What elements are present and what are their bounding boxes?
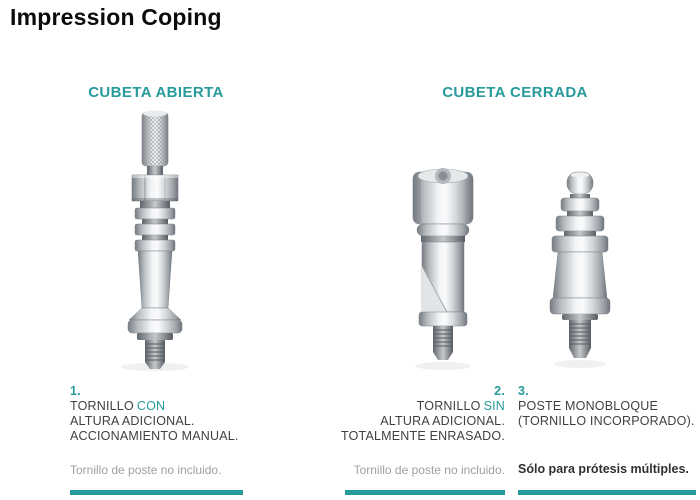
item-1-number: 1. [70,384,81,398]
item-2-highlight: SIN [483,399,505,413]
item-1-highlight: CON [136,399,166,413]
closed-tray-impression-coping-image [388,162,498,377]
section-header-cubeta-abierta: CUBETA ABIERTA [88,84,224,101]
item-1-line-2: ALTURA ADICIONAL. [70,414,195,428]
item-1-accent-bar [70,490,243,495]
item-3-note: Sólo para prótesis múltiples. [518,462,689,476]
item-3-number: 3. [518,384,529,398]
item-2-accent-bar [345,490,505,495]
item-2-line-2: ALTURA ADICIONAL. [380,414,505,428]
item-2-line-3: TOTALMENTE ENRASADO. [341,429,505,443]
monobloc-post-image [530,168,630,375]
item-1-note: Tornillo de poste no incluido. [70,463,222,477]
item-3-line-1: POSTE MONOBLOQUE [518,399,659,413]
section-header-cubeta-cerrada: CUBETA CERRADA [442,84,588,101]
item-1-line-3: ACCIONAMIENTO MANUAL. [70,429,239,443]
item-2-note: Tornillo de poste no incluido. [353,463,505,477]
page-title: Impression Coping [10,4,222,30]
open-tray-impression-coping-image [95,108,215,378]
item-3-line-2: (TORNILLO INCORPORADO). [518,414,695,428]
item-3-accent-bar [518,490,696,495]
item-2-number: 2. [494,384,505,398]
item-3-description: 3. POSTE MONOBLOQUE (TORNILLO INCORPORAD… [518,384,698,429]
